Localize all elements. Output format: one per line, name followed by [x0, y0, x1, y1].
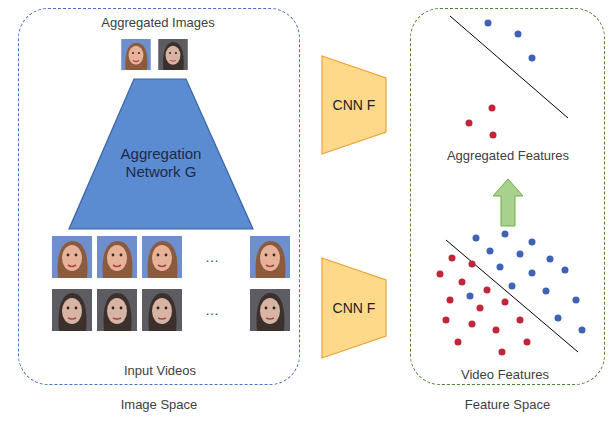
input-video-frames [52, 236, 290, 331]
aggregated-scatter [450, 16, 568, 139]
trapezoid-shape [322, 56, 386, 154]
aggregated-images [121, 39, 188, 70]
aggregation-network: Aggregation Network G [69, 79, 253, 229]
block-name: Aggregation Network G [121, 145, 202, 181]
section-label: Aggregated Features [447, 148, 569, 163]
video-scatter [437, 231, 586, 356]
section-label: Video Features [461, 367, 549, 382]
cnn-block: CNN F [322, 258, 386, 358]
trapezoid-shape [69, 79, 253, 229]
section-label: Input Videos [124, 363, 196, 378]
ellipsis: … [205, 302, 219, 318]
block-name: CNN F [333, 97, 376, 114]
block-name: CNN F [333, 300, 376, 317]
trapezoid-shape [322, 258, 386, 358]
merge-arrow [493, 179, 523, 226]
region-name: Feature Space [411, 397, 604, 412]
cnn-block: CNN F [322, 56, 386, 154]
section-label: Aggregated Images [101, 15, 214, 30]
ellipsis: … [205, 249, 219, 265]
feature-space-region: Feature Space [410, 8, 605, 385]
region-name: Image Space [19, 397, 299, 412]
image-space-region: Image SpaceAggregation Network G [18, 8, 300, 385]
